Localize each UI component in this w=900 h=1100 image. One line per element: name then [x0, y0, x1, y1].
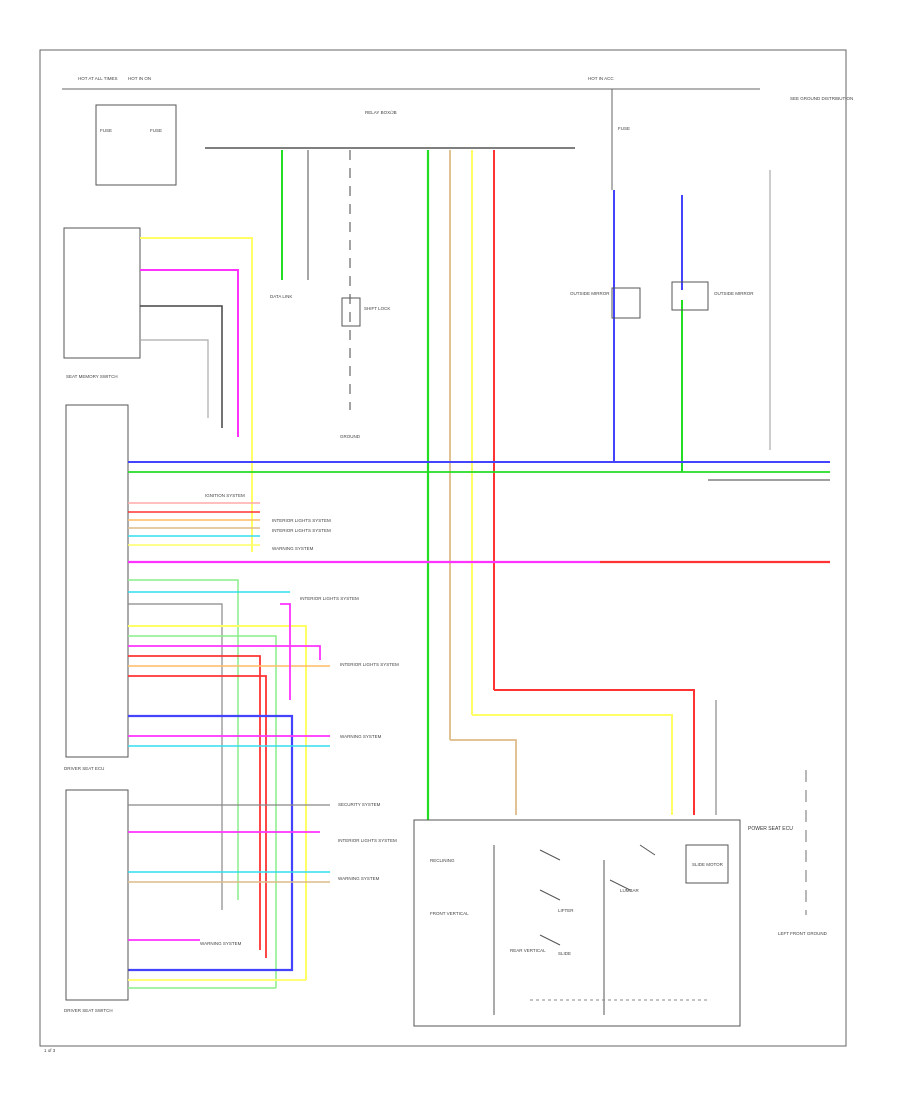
slide-motor-box: [685, 844, 729, 884]
label-hot-in-on: HOT IN ON: [128, 76, 151, 81]
outside-mirror-left-label: OUTSIDE MIRROR: [570, 291, 610, 296]
switch-internal-2: [539, 889, 561, 901]
ignition-system-label: IGNITION SYSTEM: [205, 493, 245, 498]
shift-lock-box: [341, 297, 361, 327]
wire-blue-ecu: [128, 714, 294, 972]
seat-memory-switch-box: [63, 227, 141, 359]
label-front-right-note: SEE GROUND DISTRIBUTION: [790, 96, 853, 101]
switch-internal-4: [609, 879, 631, 891]
wire-yellow-smsw: [140, 237, 253, 552]
warning-system-label-2: WARNING SYSTEM: [340, 734, 382, 739]
fuse-left-label: FUSE: [100, 128, 112, 133]
driver-seat-ecu-label: DRIVER SEAT ECU: [64, 766, 104, 771]
page-ref: 1 of 3: [44, 1048, 56, 1053]
label-hot-at-all-times: HOT AT ALL TIMES: [78, 76, 118, 81]
wire-tan-motor: [450, 739, 517, 815]
wire-magenta-smsw: [140, 269, 239, 437]
label-hot-in-acc: HOT IN ACC: [588, 76, 614, 81]
diagram-frame: [39, 49, 847, 1047]
driver-seat-ecu-box: [65, 404, 129, 758]
seat-memory-switch-label: SEAT MEMORY SWITCH: [66, 374, 118, 379]
outside-mirror-left-box: [611, 287, 641, 319]
wire-black-smsw: [140, 305, 223, 428]
wire-magenta-vert: [280, 603, 291, 700]
switch-internal-5: [639, 844, 656, 856]
interior-lights-label-2: INTERIOR LIGHTS SYSTEM: [272, 528, 331, 533]
driver-seat-switch-box: [65, 789, 129, 1001]
wire-lightgreen-ecu: [128, 579, 239, 900]
outside-mirror-right-box: [671, 281, 709, 311]
lumbar-label: LUMBAR: [620, 888, 640, 893]
junction-block-label: RELAY BOX/JB: [365, 110, 397, 115]
wire-red-ecu-2: [128, 655, 261, 950]
driver-seat-switch-label: DRIVER SEAT SWITCH: [64, 1008, 113, 1013]
wire-magenta-ecu-2: [128, 645, 321, 660]
data-link-label: DATA LINK: [270, 294, 292, 299]
wire-red-motor: [494, 689, 695, 815]
fuse-right-label: FUSE: [618, 126, 630, 131]
shift-lock-label: SHIFT LOCK: [364, 306, 390, 311]
slide-label: SLIDE: [558, 951, 571, 956]
power-seat-ecu-label: POWER SEAT ECU: [748, 826, 793, 832]
interior-lights-label-1: INTERIOR LIGHTS SYSTEM: [272, 518, 331, 523]
interior-lights-label-4: INTERIOR LIGHTS SYSTEM: [340, 662, 399, 667]
warning-system-label-4: WARNING SYSTEM: [200, 941, 242, 946]
ground-left-label: GROUND: [340, 434, 361, 439]
slide-motor-label: SLIDE MOTOR: [692, 862, 724, 867]
warning-system-label-1: WARNING SYSTEM: [272, 546, 314, 551]
wire-grey-ecu-2: [128, 603, 223, 910]
security-system-label: SECURITY SYSTEM: [338, 802, 381, 807]
switch-internal-1: [539, 849, 561, 861]
lifter-label: LIFTER: [558, 908, 574, 913]
interior-lights-label-3: INTERIOR LIGHTS SYSTEM: [300, 596, 359, 601]
power-seat-ecu-box: [413, 819, 741, 1027]
switch-internal-3: [539, 934, 561, 946]
front-vertical-label: FRONT VERTICAL: [430, 911, 469, 916]
wire-yellow-ecu-2: [128, 625, 307, 980]
fuse-box-left: [95, 104, 177, 186]
wire-grey-smsw: [140, 339, 209, 418]
fuse-mid-label: FUSE: [150, 128, 162, 133]
warning-system-label-3: WARNING SYSTEM: [338, 876, 380, 881]
wire-yellow-motor: [472, 714, 673, 815]
rear-vertical-label: REAR VERTICAL: [510, 948, 546, 953]
interior-lights-label-5: INTERIOR LIGHTS SYSTEM: [338, 838, 397, 843]
ground-right-label: LEFT FRONT GROUND: [778, 931, 828, 936]
wire-red-ecu-3: [128, 675, 267, 958]
wire-lightgreen-ecu-2: [128, 635, 277, 988]
outside-mirror-right-label: OUTSIDE MIRROR: [714, 291, 754, 296]
reclining-label: RECLINING: [430, 858, 455, 863]
